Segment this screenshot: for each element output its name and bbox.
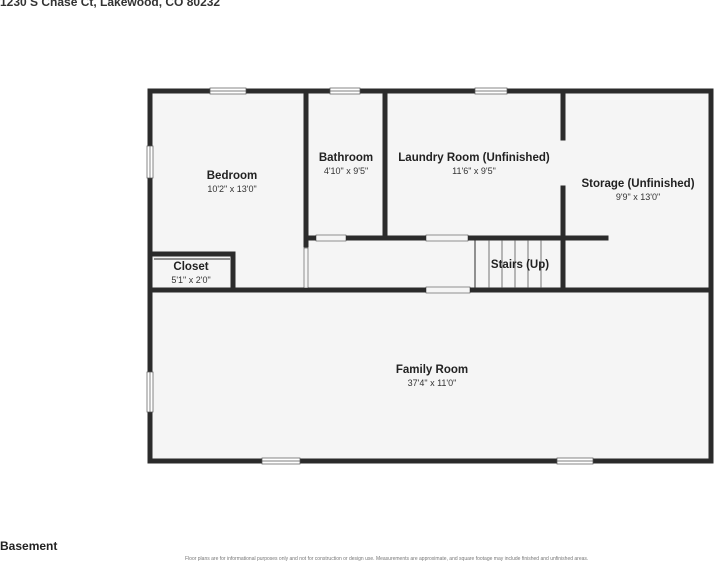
- room-closet: Closet 5'1" x 2'0": [171, 261, 210, 285]
- window-laundry-top: [474, 87, 508, 95]
- window-bedroom-left: [146, 145, 154, 179]
- room-name: Laundry Room (Unfinished): [398, 152, 550, 164]
- room-name: Bathroom: [319, 152, 373, 164]
- window-family-left: [146, 371, 154, 413]
- room-name: Closet: [173, 261, 208, 273]
- room-storage: Storage (Unfinished) 9'9" x 13'0": [581, 178, 694, 202]
- room-dimensions: 5'1" x 2'0": [171, 275, 210, 285]
- window-bedroom-top: [209, 87, 247, 95]
- room-dimensions: 37'4" x 11'0": [408, 378, 457, 388]
- window-family-bottom-right: [556, 457, 594, 465]
- thin-walls: [154, 238, 476, 290]
- room-name: Family Room: [396, 364, 468, 376]
- floor-label: Basement: [0, 539, 58, 553]
- room-dimensions: 11'6" x 9'5": [452, 166, 496, 176]
- room-dimensions: 4'10" x 9'5": [324, 166, 368, 176]
- property-address: 1230 S Chase Ct, Lakewood, CO 80232: [0, 0, 221, 9]
- room-laundry: Laundry Room (Unfinished) 11'6" x 9'5": [398, 152, 550, 176]
- exterior-wall: [147, 88, 714, 464]
- room-dimensions: 9'9" x 13'0": [616, 192, 660, 202]
- wall-closet: [147, 251, 236, 293]
- window-bathroom-top: [329, 87, 361, 95]
- window-family-bottom-left: [261, 457, 301, 465]
- room-name: Storage (Unfinished): [581, 178, 694, 190]
- door-bathroom: [315, 234, 347, 242]
- room-name: Stairs (Up): [491, 259, 549, 271]
- room-stairs: Stairs (Up): [491, 259, 549, 271]
- room-bedroom: Bedroom 10'2" x 13'0": [207, 170, 257, 194]
- floor-area: [150, 91, 711, 461]
- room-name: Bedroom: [207, 170, 257, 182]
- windows: [146, 87, 594, 465]
- room-dimensions: 10'2" x 13'0": [207, 184, 256, 194]
- disclaimer-text: Floor plans are for informational purpos…: [185, 556, 589, 562]
- stairs-treads: [488, 240, 542, 288]
- room-bathroom: Bathroom 4'10" x 9'5": [319, 152, 373, 176]
- door-bedroom: [303, 247, 309, 289]
- openings: [303, 234, 471, 294]
- door-family: [425, 286, 471, 294]
- room-family: Family Room 37'4" x 11'0": [396, 364, 468, 388]
- door-laundry: [425, 234, 469, 242]
